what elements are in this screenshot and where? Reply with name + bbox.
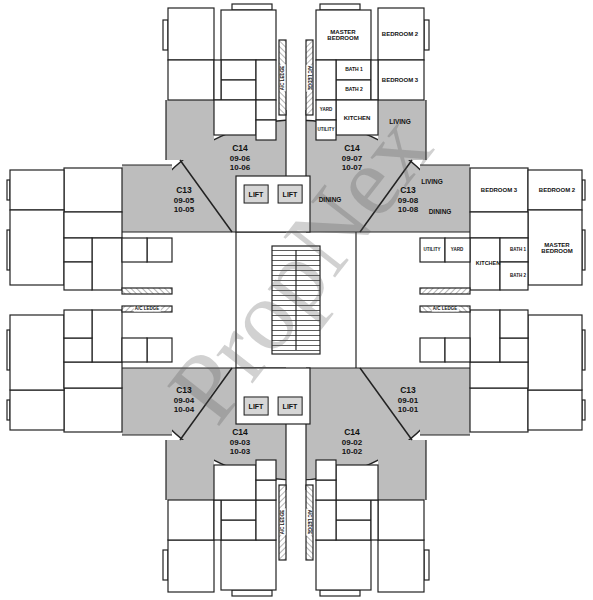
node-text: 10-03 <box>230 447 250 456</box>
node-text: 09-03 <box>230 438 250 447</box>
room-label: KITCHEN <box>344 115 371 121</box>
node-text: 10-04 <box>174 405 194 414</box>
node-text: C13 <box>398 186 418 196</box>
room-label: BEDROOM 2 <box>380 31 420 37</box>
node-text: LIFT <box>249 191 264 198</box>
node-text: 09-05 <box>174 196 194 205</box>
node-text: 10-08 <box>398 205 418 214</box>
room-label: BATH 1 <box>345 67 363 72</box>
node-text: C14 <box>342 428 362 438</box>
room-label: BEDROOM 2 <box>532 187 582 193</box>
node-text: LIFT <box>283 403 298 410</box>
node-text: 09-04 <box>174 396 194 405</box>
node-text: 10-02 <box>342 447 362 456</box>
node-text: 09-08 <box>398 196 418 205</box>
node-text: LIFT <box>249 403 264 410</box>
node-text: 09-07 <box>342 154 362 163</box>
node-text: 10-05 <box>174 205 194 214</box>
ledge-label: A/C LEDGE <box>307 65 312 92</box>
unit-label: C1309-0510-05 <box>174 186 194 214</box>
room-label: BATH 2 <box>510 274 526 279</box>
lift-box: LIFT <box>244 185 269 204</box>
unit-label: C1309-0810-08 <box>398 186 418 214</box>
node-text: 09-02 <box>342 438 362 447</box>
room-label: MASTER BEDROOM <box>535 242 579 255</box>
node-text: 10-06 <box>230 163 250 172</box>
node-text: 09-06 <box>230 154 250 163</box>
room-label: UTILITY <box>318 128 335 133</box>
unit-label: C1409-0710-07 <box>342 144 362 172</box>
room-label: DINING <box>319 197 342 204</box>
unit-label: C1309-0110-01 <box>398 386 418 414</box>
room-label: MASTER BEDROOM <box>323 29 363 42</box>
ledge-label: A/C LEDGE <box>432 307 459 312</box>
unit-label: C1409-0610-06 <box>230 144 250 172</box>
ledge-label: A/C LEDGE <box>307 509 312 536</box>
room-label: YARD <box>320 108 332 113</box>
room-label: BATH 2 <box>345 87 363 92</box>
node-text: C13 <box>174 386 194 396</box>
unit-label: C1409-0210-02 <box>342 428 362 456</box>
node-text: LIFT <box>283 191 298 198</box>
room-label: BEDROOM 3 <box>474 187 524 193</box>
node-text: C14 <box>230 428 250 438</box>
lift-box: LIFT <box>278 397 303 416</box>
room-label: DINING <box>429 209 452 216</box>
node-text: 09-01 <box>398 396 418 405</box>
lift-box: LIFT <box>244 397 269 416</box>
room-label: BATH 1 <box>510 248 526 253</box>
ledge-label: A/C LEDGE <box>281 65 286 92</box>
room-label: BEDROOM 3 <box>380 77 420 83</box>
room-label: UTILITY <box>424 248 441 253</box>
node-text: C13 <box>174 186 194 196</box>
lift-box: LIFT <box>278 185 303 204</box>
node-text: 10-07 <box>342 163 362 172</box>
node-text: C14 <box>342 144 362 154</box>
node-text: C14 <box>230 144 250 154</box>
node-text: C13 <box>398 386 418 396</box>
ledge-label: A/C LEDGE <box>134 307 161 312</box>
room-label: KITCHEN <box>476 261 500 267</box>
room-label: LIVING <box>389 119 411 126</box>
unit-label: C1309-0410-04 <box>174 386 194 414</box>
unit-label: C1409-0310-03 <box>230 428 250 456</box>
room-label: LIVING <box>421 179 443 186</box>
ledge-label: A/C LEDGE <box>281 509 286 536</box>
room-label: YARD <box>451 248 463 253</box>
node-text: 10-01 <box>398 405 418 414</box>
